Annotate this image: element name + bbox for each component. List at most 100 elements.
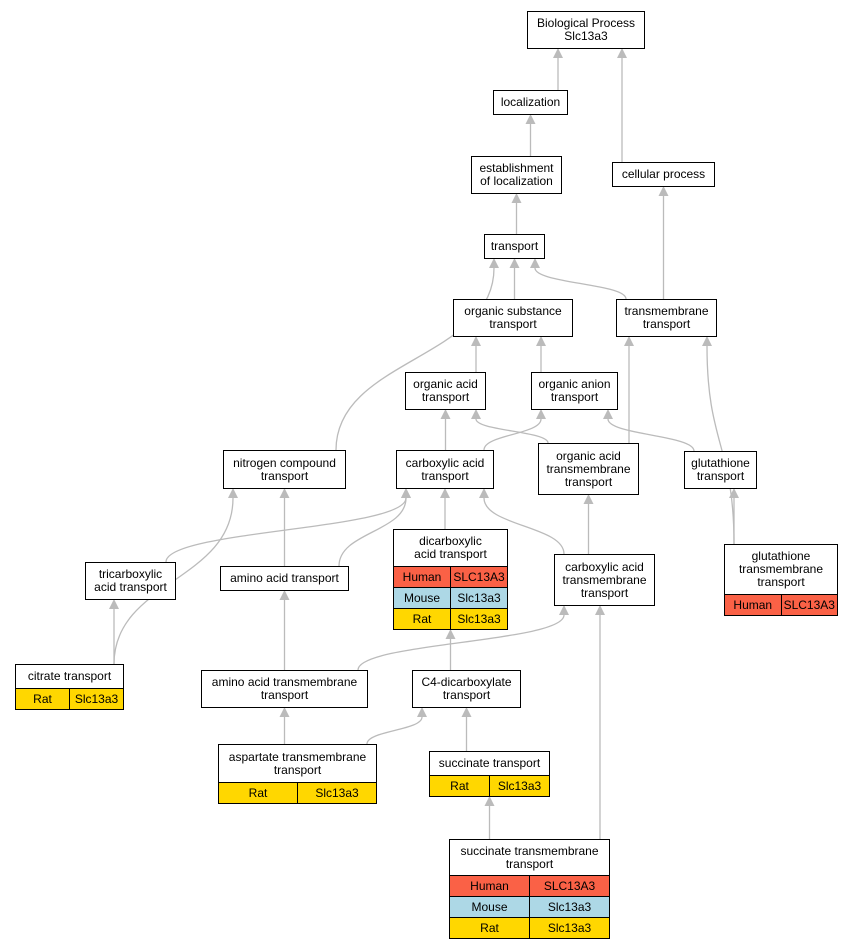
edge-arrowhead — [729, 488, 739, 498]
node-label: nitrogen compound transport — [233, 455, 336, 483]
node-label: organic acid transport — [413, 377, 478, 404]
gene-cell: Slc13a3 — [450, 588, 507, 608]
edge-arrowhead — [553, 48, 563, 58]
node-label: cellular process — [621, 167, 706, 181]
node-label: glutathione transport — [691, 456, 750, 483]
edge-arrowhead — [702, 336, 712, 346]
edge-arrowhead — [658, 186, 669, 196]
edge-transmembrane-to-transport — [534, 267, 627, 300]
edge-organic_acid_tm-to-organic_acid — [475, 418, 549, 444]
node-label: localization — [500, 95, 561, 109]
edge-arrowhead — [401, 488, 411, 498]
species-cell: Rat — [248, 786, 268, 800]
edge-arrowhead — [603, 409, 613, 419]
node-establishment: establishment of localization — [471, 156, 562, 194]
edge-arrowhead — [511, 193, 522, 203]
species-cell: Human — [402, 570, 442, 584]
node-label: organic substance transport — [464, 304, 562, 331]
species-row-rat: Rat Slc13a3 — [16, 688, 123, 709]
species-cell: Rat — [33, 692, 52, 706]
edge-nitrogen-to-transport — [335, 267, 495, 451]
node-label: tricarboxylic acid transport — [94, 567, 167, 594]
node-nitrogen: nitrogen compound transport — [223, 450, 346, 489]
node-transport: transport — [484, 234, 545, 259]
node-carboxylic: carboxylic acid transport — [396, 450, 494, 489]
species-cell: Human — [470, 879, 509, 893]
edge-arrowhead — [228, 488, 238, 498]
node-label: transmembrane transport — [624, 304, 709, 331]
edge-arrowhead — [279, 707, 290, 717]
edge-arrowhead — [440, 488, 450, 498]
edge-carboxylic_tm-to-carboxylic — [483, 497, 565, 555]
node-label: aspartate transmembrane transport — [228, 749, 367, 777]
edge-arrowhead — [624, 336, 634, 346]
node-label: Biological Process Slc13a3 — [536, 16, 636, 43]
edge-arrowhead — [583, 494, 594, 504]
species-cell: Rat — [480, 921, 499, 935]
gene-cell: Slc13a3 — [450, 609, 507, 629]
node-label: carboxylic acid transport — [405, 455, 485, 483]
gene-cell: Slc13a3 — [297, 783, 376, 803]
node-label: organic acid transmembrane transport — [546, 448, 631, 489]
node-organic-substance: organic substance transport — [453, 299, 573, 337]
node-transmembrane: transmembrane transport — [616, 299, 717, 337]
node-carboxylic-tm: carboxylic acid transmembrane transport — [554, 554, 655, 606]
node-label: dicarboxylic acid transport — [414, 534, 487, 561]
edge-aspartate_tm-to-c4 — [366, 716, 423, 745]
species-row-human: Human SLC13A3 — [725, 594, 837, 615]
edge-amino_acid_tm-to-carboxylic_tm — [357, 614, 565, 671]
edge-arrowhead — [559, 605, 569, 615]
edge-amino_acid-to-carboxylic — [338, 497, 407, 567]
edge-arrowhead — [479, 488, 489, 498]
edge-arrowhead — [471, 336, 481, 346]
gene-cell: Slc13a3 — [489, 776, 549, 796]
gene-cell: SLC13A3 — [780, 595, 838, 615]
species-row-rat: Rat Slc13a3 — [430, 775, 549, 796]
node-label: carboxylic acid transmembrane transport — [562, 559, 647, 600]
edge-glutathione_tm-to-transmembrane — [706, 345, 735, 545]
species-cell: Mouse — [403, 591, 441, 605]
node-bp: Biological Process Slc13a3 — [527, 11, 645, 49]
node-label: amino acid transmembrane transport — [211, 675, 358, 702]
node-organic-acid: organic acid transport — [405, 372, 486, 410]
node-label: amino acid transport — [230, 571, 339, 585]
edge-arrowhead — [445, 629, 456, 639]
node-amino-acid-tm: amino acid transmembrane transport — [201, 670, 368, 708]
node-tricarboxylic: tricarboxylic acid transport — [85, 562, 176, 600]
edge-arrowhead — [530, 258, 540, 268]
edge-arrowhead — [509, 258, 520, 268]
node-label: succinate transport — [438, 756, 541, 770]
edge-tricarboxylic-to-carboxylic — [165, 497, 407, 563]
edge-arrowhead — [461, 707, 472, 717]
edge-arrowhead — [279, 488, 290, 498]
gene-cell: Slc13a3 — [529, 897, 609, 917]
edge-arrowhead — [536, 336, 546, 346]
edge-arrowhead — [484, 796, 495, 806]
species-cell: Human — [733, 598, 773, 612]
node-cellular: cellular process — [612, 162, 715, 187]
node-c4: C4-dicarboxylate transport — [412, 670, 521, 708]
gene-cell: Slc13a3 — [69, 689, 123, 709]
species-cell: Rat — [450, 779, 469, 793]
edge-arrowhead — [279, 590, 290, 600]
node-localization: localization — [493, 90, 568, 115]
node-label: C4-dicarboxylate transport — [421, 675, 512, 702]
species-row-rat: Rat Slc13a3 — [219, 782, 376, 803]
edge-arrowhead — [109, 599, 119, 609]
node-organic-acid-tm: organic acid transmembrane transport — [538, 443, 639, 495]
node-label: glutathione transmembrane transport — [738, 549, 824, 589]
edge-glutathione-to-organic_anion — [607, 418, 695, 452]
node-organic-anion: organic anion transport — [531, 372, 618, 410]
node-glutathione: glutathione transport — [684, 451, 757, 489]
edge-arrowhead — [417, 707, 427, 717]
edge-arrowhead — [595, 605, 605, 615]
